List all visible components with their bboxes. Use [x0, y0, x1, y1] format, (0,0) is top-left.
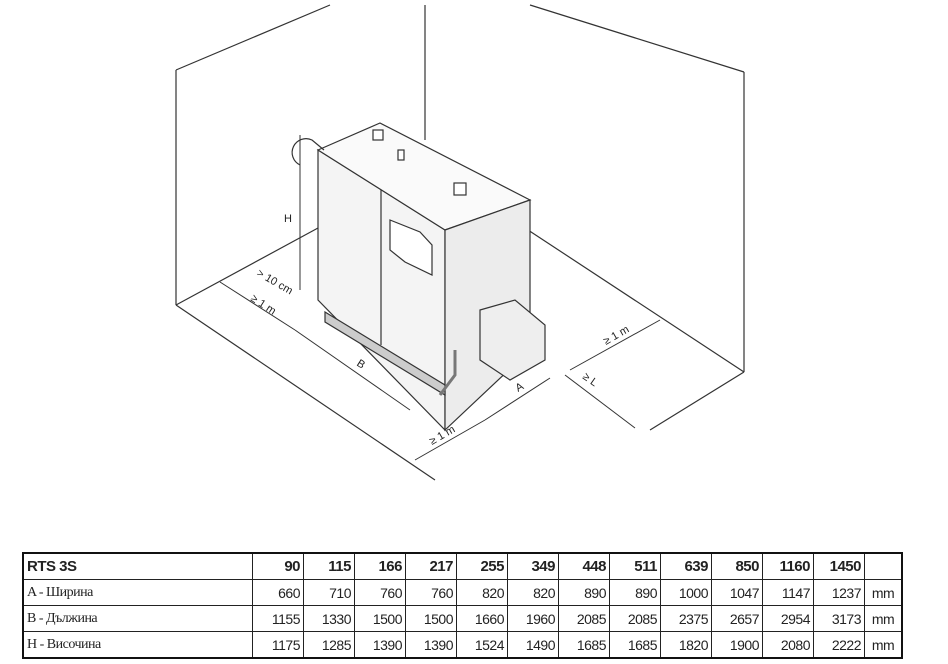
table-cell: 1685: [609, 631, 661, 659]
table-cell: 2085: [609, 605, 661, 632]
table-cell: 1500: [354, 605, 406, 632]
table-cell: 820: [456, 579, 508, 606]
model-name: RTS 3S: [22, 552, 253, 580]
size-header: 349: [507, 552, 559, 580]
label-b: B: [354, 357, 367, 371]
table-cell: 1500: [405, 605, 457, 632]
row-label: B - Дължина: [22, 605, 253, 632]
boiler-installation-diagram: H > 10 cm ≥ 1 m B ≥ 1 m A ≥ L ≥ 1 m: [175, 4, 745, 481]
table-cell: 710: [303, 579, 355, 606]
boiler: [291, 122, 546, 432]
size-header: 217: [405, 552, 457, 580]
table-cell: 2080: [762, 631, 814, 659]
table-cell: 2657: [711, 605, 763, 632]
row-label: A - Ширина: [22, 579, 253, 606]
table-cell: 2222: [813, 631, 865, 659]
room-outline: [175, 4, 745, 481]
size-header: 511: [609, 552, 661, 580]
unit-cell: mm: [864, 605, 903, 632]
table-cell: 1000: [660, 579, 712, 606]
table-cell: 890: [609, 579, 661, 606]
table-cell: 2085: [558, 605, 610, 632]
size-header: 90: [252, 552, 304, 580]
table-cell: 1820: [660, 631, 712, 659]
table-cell: 1155: [252, 605, 304, 632]
table-cell: 2954: [762, 605, 814, 632]
label-a: A: [514, 380, 527, 394]
table-cell: 1147: [762, 579, 814, 606]
size-header: 448: [558, 552, 610, 580]
size-header: 166: [354, 552, 406, 580]
table-cell: 820: [507, 579, 559, 606]
table-cell: 1685: [558, 631, 610, 659]
label-left-1m: ≥ 1 m: [248, 292, 278, 317]
dimension-lines: [219, 135, 661, 461]
table-cell: 1390: [405, 631, 457, 659]
table-cell: 1330: [303, 605, 355, 632]
table-cell: 660: [252, 579, 304, 606]
size-header: 115: [303, 552, 355, 580]
table-cell: 1900: [711, 631, 763, 659]
table-cell: 1524: [456, 631, 508, 659]
table-cell: 760: [354, 579, 406, 606]
table-cell: 1237: [813, 579, 865, 606]
size-header: 255: [456, 552, 508, 580]
table-cell: 1960: [507, 605, 559, 632]
label-l: ≥ L: [580, 371, 599, 390]
table-cell: 1285: [303, 631, 355, 659]
table-cell: 760: [405, 579, 457, 606]
row-label: H - Височина: [22, 631, 253, 659]
table-cell: 1047: [711, 579, 763, 606]
size-header: 1450: [813, 552, 865, 580]
unit-header: [864, 552, 903, 580]
size-header: 639: [660, 552, 712, 580]
table-cell: 3173: [813, 605, 865, 632]
table-cell: 2375: [660, 605, 712, 632]
table-cell: 1490: [507, 631, 559, 659]
table-cell: 890: [558, 579, 610, 606]
table-cell: 1175: [252, 631, 304, 659]
label-h: H: [284, 213, 292, 225]
table-cell: 1660: [456, 605, 508, 632]
label-clearance-10cm: > 10 cm: [255, 267, 295, 297]
table-cell: 1390: [354, 631, 406, 659]
unit-cell: mm: [864, 631, 903, 659]
size-header: 850: [711, 552, 763, 580]
size-header: 1160: [762, 552, 814, 580]
unit-cell: mm: [864, 579, 903, 606]
